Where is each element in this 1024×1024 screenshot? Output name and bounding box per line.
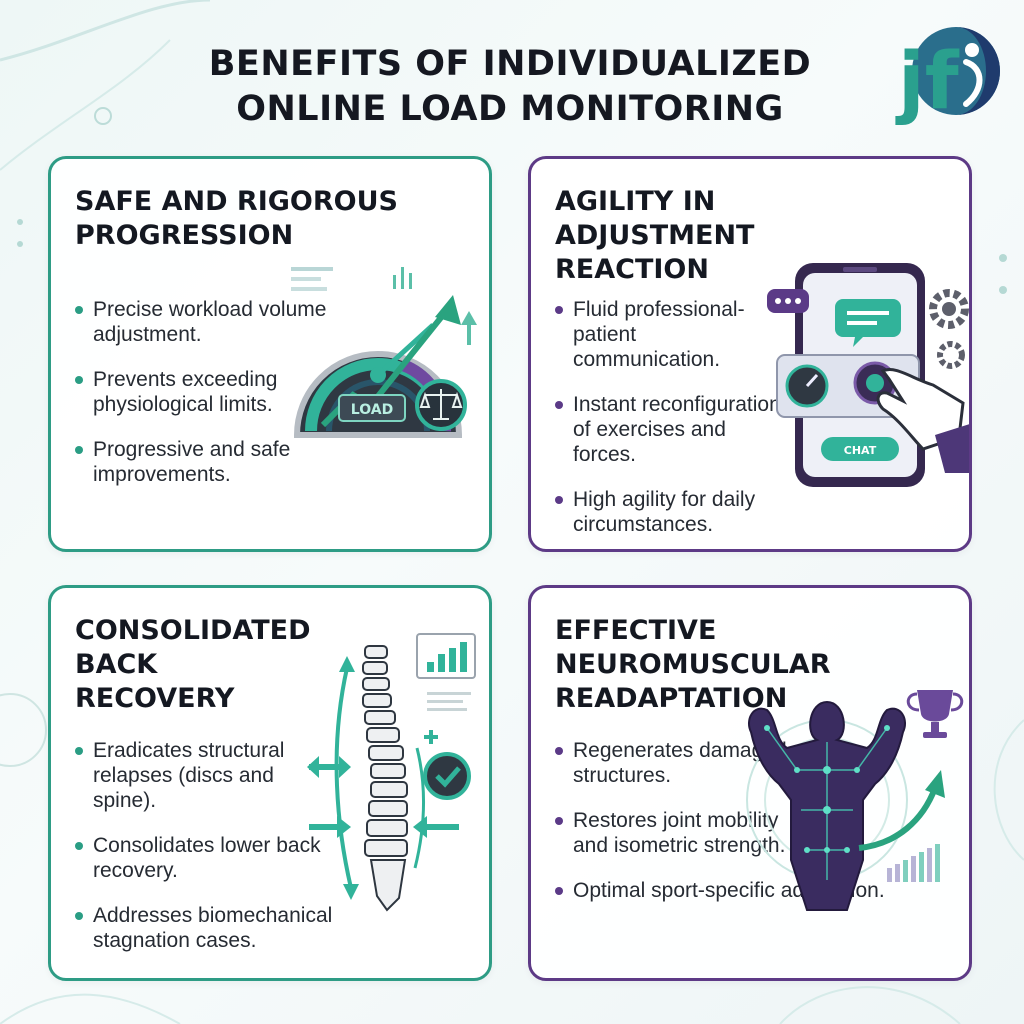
scale-balance-icon [415, 379, 467, 431]
spine-icon [307, 633, 476, 912]
bullet-item: Regenerates damaged structures. [555, 738, 791, 788]
speedometer-gauge-icon: LOAD [291, 267, 477, 438]
bullet-item: High agility for daily circumstances. [555, 487, 785, 537]
page-title: BENEFITS OF INDIVIDUALIZED ONLINE LOAD M… [150, 42, 870, 132]
card-title: SAFE AND RIGOROUS PROGRESSION [75, 186, 398, 251]
trophy-icon [906, 690, 964, 738]
bar-chart-icon [416, 633, 476, 711]
gear-icon [929, 289, 969, 369]
smartphone-icon: CHAT [767, 263, 969, 487]
bullet-item: Progressive and safe improvements. [75, 437, 327, 487]
bullet-item: Restores joint mobility and isometric st… [555, 808, 791, 858]
card-back-recovery: CONSOLIDATED BACK RECOVERY Eradicates st… [48, 585, 492, 981]
card-title: EFFECTIVE NEUROMUSCULAR READAPTATION [555, 615, 831, 714]
hand-pointer-icon [876, 368, 969, 473]
card-agility-adjustment: AGILITY IN ADJUSTMENT REACTION Fluid pro… [528, 156, 972, 552]
bullet-item: Consolidates lower back recovery. [75, 833, 337, 883]
bullet-item: Addresses biomechanical stagnation cases… [75, 903, 337, 953]
bullet-list: Fluid professional-patient communication… [555, 297, 785, 549]
bullet-item: Eradicates structural relapses (discs an… [75, 738, 337, 813]
title-line-1: BENEFITS OF INDIVIDUALIZED [208, 44, 812, 84]
bullet-item: Prevents exceeding physiological limits. [75, 367, 327, 417]
check-circle-icon [423, 730, 471, 800]
bullet-item: Fluid professional-patient communication… [555, 297, 785, 372]
gauge-label: LOAD [351, 402, 393, 418]
card-neuromuscular-readaptation: EFFECTIVE NEUROMUSCULAR READAPTATION Reg… [528, 585, 972, 981]
logo-text: jf [895, 37, 960, 126]
bar-chart-icon [887, 844, 940, 882]
bullet-list: Eradicates structural relapses (discs an… [75, 738, 337, 973]
card-title: AGILITY IN ADJUSTMENT REACTION [555, 186, 755, 285]
card-safe-progression: SAFE AND RIGOROUS PROGRESSION Precise wo… [48, 156, 492, 552]
bullet-list: Regenerates damaged structures. Restores… [555, 738, 885, 923]
brand-logo: jf [895, 27, 1000, 126]
chat-label: CHAT [844, 444, 877, 457]
bullet-list: Precise workload volume adjustment. Prev… [75, 297, 327, 507]
bullet-item: Precise workload volume adjustment. [75, 297, 327, 347]
title-line-2: ONLINE LOAD MONITORING [236, 89, 784, 129]
muscular-body-icon [746, 690, 964, 911]
card-title: CONSOLIDATED BACK RECOVERY [75, 615, 311, 714]
chat-bubble-icon [767, 289, 901, 347]
bullet-item: Instant reconfiguration of exercises and… [555, 392, 785, 467]
